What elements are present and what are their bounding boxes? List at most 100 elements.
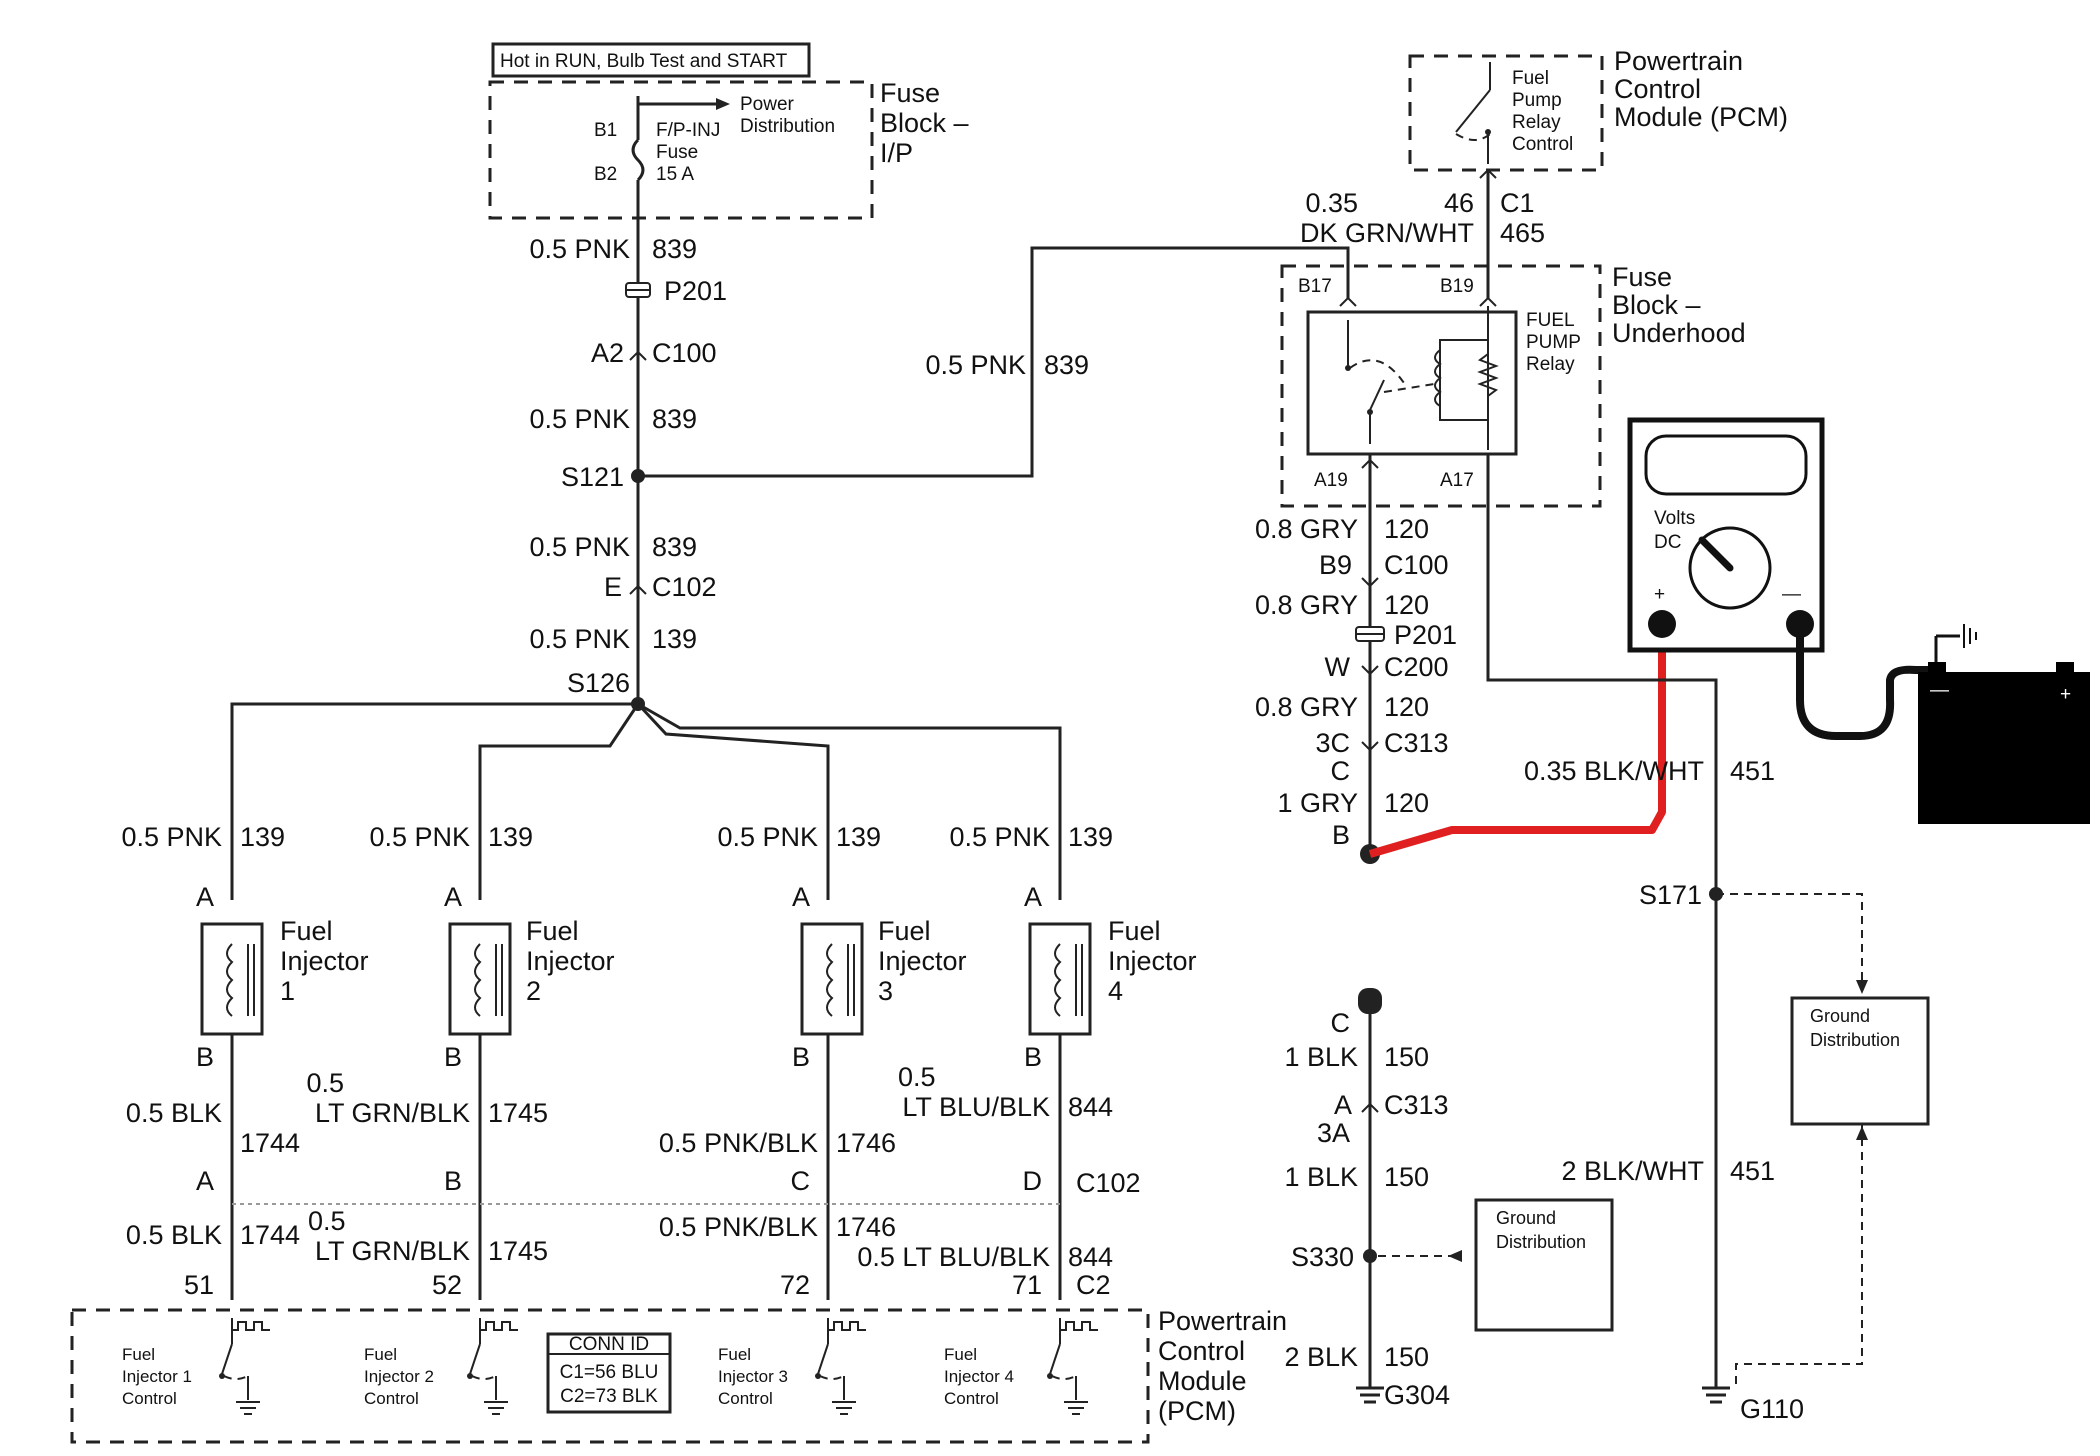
g150-w3-circuit: 150 [1384, 1342, 1429, 1372]
s171-label: S171 [1639, 880, 1702, 910]
g150-pin-3a: 3A [1317, 1118, 1350, 1148]
fuel-injector-3: 0.5 PNK 139 A Fuel Injector 3 B 0.5 PNK/… [659, 822, 967, 1300]
c102-bottom-label: C102 [1076, 1168, 1141, 1198]
inj2-pcm-gauge-2: LT GRN/BLK [315, 1236, 470, 1266]
w4-gauge: 0.5 PNK [529, 624, 630, 654]
inj1-pcm-circuit: 1744 [240, 1220, 300, 1250]
w1-gauge: 0.5 PNK [529, 234, 630, 264]
gry-conn2: C200 [1384, 652, 1449, 682]
s126-distribution [230, 702, 1062, 900]
inj1-control-switch-icon [219, 1318, 270, 1415]
gry-g2: 0.8 GRY [1255, 590, 1358, 620]
conn-id-c1: C1=56 BLU [560, 1362, 659, 1383]
g150-w2-circuit: 150 [1384, 1162, 1429, 1192]
gry-conn1: C100 [1384, 550, 1449, 580]
branch-gauge: 0.5 PNK [925, 350, 1026, 380]
c100-label: C100 [652, 338, 717, 368]
fuse-name-3: 15 A [656, 164, 694, 185]
inj2-control-2: Injector 2 [364, 1367, 434, 1386]
main-pnk-wire: 0.5 PNK 839 P201 A2 C100 0.5 PNK 839 S12… [529, 218, 1350, 711]
inj1-low-circuit: 1744 [240, 1128, 300, 1158]
fuse-name-1: F/P-INJ [656, 120, 720, 141]
pcm-bottom-title-4: (PCM) [1158, 1396, 1236, 1426]
c-connector-plug [1358, 988, 1382, 1014]
inj3-pin-b: B [792, 1042, 810, 1072]
condition-box [491, 42, 811, 78]
w3-gauge: 0.5 PNK [529, 532, 630, 562]
fuse-block-uh-title-3: Underhood [1612, 318, 1746, 348]
relay-coil-icon [1434, 306, 1499, 450]
gry-g1: 0.8 GRY [1255, 514, 1358, 544]
pcm-top-title-2: Control [1614, 74, 1701, 104]
pcm-top-title-3: Module (PCM) [1614, 102, 1788, 132]
g451-w1-circuit: 451 [1730, 756, 1775, 786]
conn-id-title: CONN ID [569, 1334, 649, 1355]
inj4-coil-icon [1054, 943, 1062, 1017]
w2-gauge: 0.5 PNK [529, 404, 630, 434]
inj2-pin-b: B [444, 1042, 462, 1072]
inj4-low-circuit: 844 [1068, 1092, 1113, 1122]
inj3-pcm-circuit: 1746 [836, 1212, 896, 1242]
relay-control-3: Relay [1512, 112, 1561, 133]
inj4-control-1: Fuel [944, 1345, 977, 1364]
conn-id-box [546, 1332, 672, 1414]
fuse-block-ip-title-3: I/P [880, 138, 913, 168]
meter-mode-2: DC [1654, 532, 1681, 553]
inj1-control-3: Control [122, 1389, 177, 1408]
ground-150-wire: C 1 BLK 150 A C313 3A 1 BLK 150 S330 Gro… [1284, 988, 1614, 1410]
pin-a19: A19 [1314, 470, 1348, 491]
g150-pin-c: C [1331, 1008, 1351, 1038]
battery-pos: + [2060, 684, 2071, 705]
c102-connector-row: C102 C2 [232, 1168, 1141, 1300]
inj2-name-1: Fuel [526, 916, 579, 946]
power-label-1: Power [740, 94, 795, 115]
inj1-name-3: 1 [280, 976, 295, 1006]
g304-ground-icon [1356, 1386, 1384, 1404]
g150-w2-gauge: 1 BLK [1284, 1162, 1358, 1192]
pin-a17: A17 [1440, 470, 1474, 491]
inj2-name-3: 2 [526, 976, 541, 1006]
inj4-name-2: Injector [1108, 946, 1197, 976]
pcm-top-wire-pin: 46 [1444, 188, 1474, 218]
relay-label-1: FUEL [1526, 310, 1575, 331]
inj4-control-3: Control [944, 1389, 999, 1408]
c102-label: C102 [652, 572, 717, 602]
gry-conn3: C313 [1384, 728, 1449, 758]
meter-minus-label: — [1782, 584, 1801, 605]
fuel-injector-4: 0.5 PNK 139 A Fuel Injector 4 B 0.5 LT B… [857, 822, 1197, 1300]
gd2-label-2: Distribution [1496, 1232, 1586, 1252]
pcm-bottom-title-1: Powertrain [1158, 1306, 1287, 1336]
g451-w2-circuit: 451 [1730, 1156, 1775, 1186]
gry-p201: P201 [1394, 620, 1457, 650]
inj3-name-3: 3 [878, 976, 893, 1006]
relay-control-4: Control [1512, 134, 1573, 155]
inj1-pin-b: B [196, 1042, 214, 1072]
inj2-pin-a: A [444, 882, 462, 912]
meter-positive-jack[interactable] [1648, 610, 1676, 638]
pcm-bottom: Powertrain Control Module (PCM) CONN ID … [70, 1306, 1287, 1444]
inj1-c102-pin: A [196, 1166, 214, 1196]
inj1-top-gauge: 0.5 PNK [121, 822, 222, 852]
pcm-top-wire-color: DK GRN/WHT [1300, 218, 1474, 248]
relay-resistor-icon [1477, 353, 1499, 397]
relay-control-1: Fuel [1512, 68, 1549, 89]
gd1-label-1: Ground [1810, 1006, 1870, 1026]
inj2-c102-pin: B [444, 1166, 462, 1196]
w1-circuit: 839 [652, 234, 697, 264]
inj2-low-gauge-1: 0.5 [306, 1068, 344, 1098]
pcm-top-circuit: 465 [1500, 218, 1545, 248]
inj1-control-2: Injector 1 [122, 1367, 192, 1386]
inj4-name-1: Fuel [1108, 916, 1161, 946]
gd2-label-1: Ground [1496, 1208, 1556, 1228]
c2-label: C2 [1076, 1270, 1111, 1300]
fuse-block-underhood: Fuse Block – Underhood B17 B19 FUEL PUMP… [1280, 262, 1746, 508]
inj3-name-1: Fuel [878, 916, 931, 946]
inj3-pin-a: A [792, 882, 810, 912]
pcm-top-connector: C1 [1500, 188, 1535, 218]
inj1-pcm-gauge: 0.5 BLK [126, 1220, 222, 1250]
inj4-pin-b: B [1024, 1042, 1042, 1072]
inj3-coil-icon [826, 943, 834, 1017]
relay-label-3: Relay [1526, 354, 1575, 375]
pcm-top-title-1: Powertrain [1614, 46, 1743, 76]
pcm-top-outline [1408, 54, 1604, 172]
